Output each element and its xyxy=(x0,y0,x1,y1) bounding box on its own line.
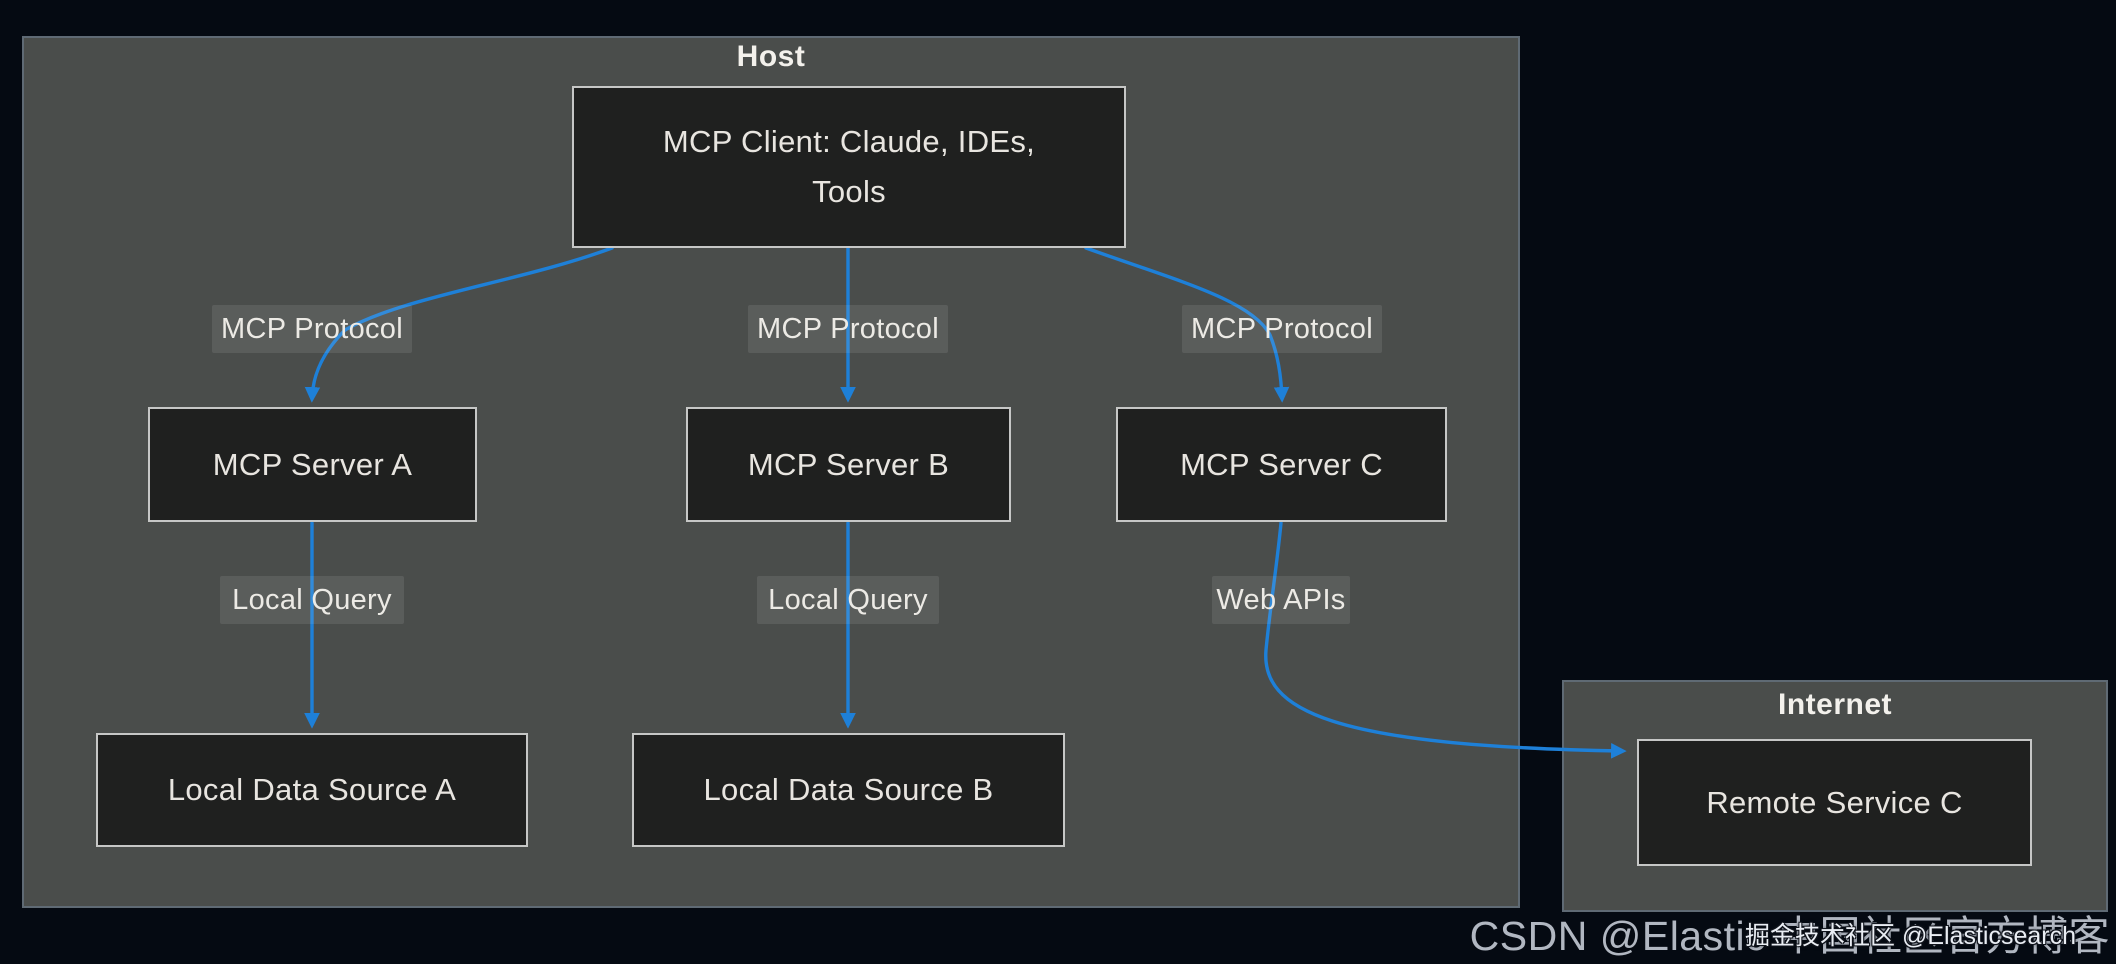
internet-panel-title: Internet xyxy=(1777,688,1892,721)
mcp-client-line-1: MCP Client: Claude, IDEs, xyxy=(662,123,1036,159)
mcp-server-a-node: MCP Server A xyxy=(148,407,477,522)
mcp-client-node: MCP Client: Claude, IDEs, Tools xyxy=(572,86,1126,248)
arrow-server-c-to-remote xyxy=(1264,521,1627,759)
mcp-server-c-node: MCP Server C xyxy=(1116,407,1447,522)
mcp-client-line-2: Tools xyxy=(812,174,886,209)
arrow-client-to-server-a xyxy=(304,246,614,403)
host-panel-title: Host xyxy=(736,40,806,73)
juejin-watermark: 掘金技术社区 @Elasticsearch xyxy=(1745,922,2076,950)
remote-service-c-node: Remote Service C xyxy=(1637,739,2032,866)
csdn-watermark: CSDN @Elastic 中国社区官方博客 xyxy=(1469,913,2110,959)
protocol-label-c: MCP Protocol xyxy=(1182,305,1382,353)
local-data-source-a-node: Local Data Source A xyxy=(96,733,528,847)
query-label-b: Local Query xyxy=(757,576,939,624)
web-apis-label: Web APIs xyxy=(1212,576,1350,624)
local-data-source-b-node: Local Data Source B xyxy=(632,733,1065,847)
arrow-client-to-server-c xyxy=(1084,246,1290,403)
query-label-a: Local Query xyxy=(220,576,404,624)
protocol-label-a: MCP Protocol xyxy=(212,305,412,353)
mcp-server-b-node: MCP Server B xyxy=(686,407,1011,522)
protocol-label-b: MCP Protocol xyxy=(748,305,948,353)
